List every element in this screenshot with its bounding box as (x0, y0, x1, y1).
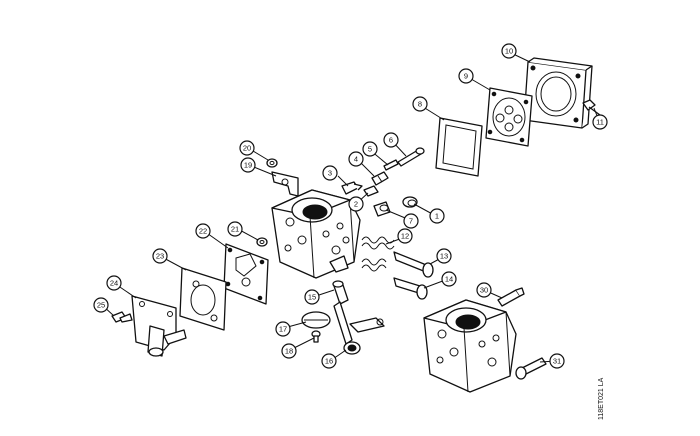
svg-text:9: 9 (464, 72, 468, 81)
svg-text:2: 2 (354, 200, 358, 209)
part-screw-25 (111, 311, 133, 323)
svg-text:17: 17 (279, 325, 287, 334)
callout-7: 7 (403, 213, 419, 229)
part-pump-gasket (435, 117, 483, 177)
part-plug-7 (373, 201, 391, 217)
svg-text:18: 18 (285, 347, 293, 356)
callout-3: 3 (322, 165, 338, 181)
part-pin-6 (397, 147, 425, 167)
callout-9: 9 (458, 68, 474, 84)
svg-text:16: 16 (325, 357, 333, 366)
part-springs-12 (361, 236, 395, 272)
svg-text:20: 20 (243, 144, 251, 153)
callout-17: 17 (275, 321, 291, 337)
svg-text:5: 5 (368, 145, 372, 154)
callout-30: 30 (476, 282, 492, 298)
callout-21: 21 (227, 221, 243, 237)
callout-22: 22 (195, 223, 211, 239)
svg-text:22: 22 (199, 227, 207, 236)
svg-text:15: 15 (308, 293, 316, 302)
callout-16: 16 (321, 353, 337, 369)
callout-8: 8 (412, 96, 428, 112)
svg-text:6: 6 (389, 136, 393, 145)
callout-23: 23 (152, 248, 168, 264)
callouts: 1 2 3 4 5 6 7 8 9 10 11 12 13 14 15 16 1… (93, 43, 608, 369)
callout-14: 14 (441, 271, 457, 287)
part-mixture-screw-13 (393, 251, 434, 278)
svg-text:8: 8 (418, 100, 422, 109)
svg-text:25: 25 (97, 301, 105, 310)
svg-text:30: 30 (480, 286, 488, 295)
svg-text:21: 21 (231, 225, 239, 234)
svg-text:24: 24 (110, 279, 118, 288)
part-screw-11 (582, 99, 601, 116)
part-washer-20 (266, 158, 278, 168)
part-carburetor-body-lower (423, 299, 517, 393)
svg-text:14: 14 (445, 275, 453, 284)
callout-31: 31 (549, 353, 565, 369)
leader-3 (337, 175, 349, 187)
drawing-code-label: 118ET021 LA (598, 377, 605, 421)
callout-18: 18 (281, 343, 297, 359)
svg-text:31: 31 (553, 357, 561, 366)
callout-1: 1 (429, 208, 445, 224)
part-needle-5 (383, 159, 399, 171)
svg-text:10: 10 (505, 47, 513, 56)
svg-text:19: 19 (244, 161, 252, 170)
callout-2: 2 (348, 196, 364, 212)
part-plug-1 (402, 196, 418, 208)
callout-13: 13 (436, 248, 452, 264)
part-shaft-15 (332, 280, 349, 305)
part-carburetor-body (271, 189, 361, 279)
part-jet-30 (497, 287, 525, 307)
part-metering-cover-24 (131, 295, 187, 357)
callout-10: 10 (501, 43, 517, 59)
callout-11: 11 (592, 114, 608, 130)
part-screw-31 (515, 357, 547, 380)
callout-15: 15 (304, 289, 320, 305)
part-throttle-lever-16 (333, 301, 385, 355)
part-jet-3 (341, 181, 363, 195)
svg-text:23: 23 (156, 252, 164, 261)
part-pump-diaphragm (485, 87, 533, 147)
svg-text:7: 7 (409, 217, 413, 226)
callout-25: 25 (93, 297, 109, 313)
part-pump-cover (523, 57, 593, 129)
callout-19: 19 (240, 157, 256, 173)
part-gasket-23 (179, 267, 227, 331)
part-throttle-disc-17 (301, 311, 331, 329)
svg-text:12: 12 (401, 232, 409, 241)
callout-6: 6 (383, 132, 399, 148)
part-mixture-screw-14 (393, 277, 428, 300)
callout-5: 5 (362, 141, 378, 157)
svg-text:3: 3 (328, 169, 332, 178)
svg-text:13: 13 (440, 252, 448, 261)
part-screw-18 (311, 330, 321, 343)
part-metering-diaphragm-22 (223, 243, 269, 305)
part-needle-valve-4 (371, 171, 389, 186)
svg-text:4: 4 (354, 155, 358, 164)
callout-4: 4 (348, 151, 364, 167)
callout-24: 24 (106, 275, 122, 291)
part-washer-21 (256, 237, 268, 247)
svg-text:1: 1 (435, 212, 439, 221)
callout-12: 12 (397, 228, 413, 244)
part-bracket-19 (271, 171, 299, 197)
callout-20: 20 (239, 140, 255, 156)
svg-text:11: 11 (596, 118, 604, 127)
